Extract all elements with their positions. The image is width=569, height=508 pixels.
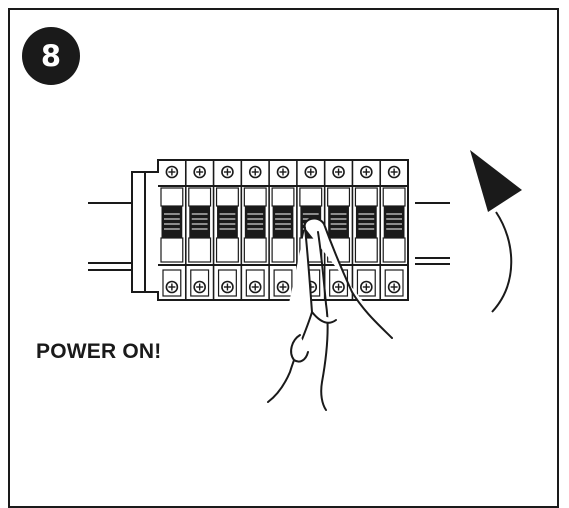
breaker-bottom-face: [215, 237, 239, 263]
breaker-toggle: [383, 206, 405, 238]
breaker-bottom-face: [354, 237, 378, 263]
breaker-top-face: [299, 187, 323, 207]
step-number-badge: 8: [22, 27, 80, 85]
breaker-top-face: [188, 187, 212, 207]
breaker-top-face: [327, 187, 351, 207]
breaker-toggle: [328, 206, 349, 238]
breaker-top-face: [354, 187, 378, 207]
breaker-toggle: [217, 206, 238, 238]
breaker-toggle: [189, 206, 211, 238]
breaker-toggle: [272, 206, 294, 238]
breaker-top-face: [382, 187, 406, 207]
breaker-top-face: [243, 187, 267, 207]
breaker-bottom-face: [271, 237, 295, 263]
breaker-toggle: [355, 206, 377, 238]
breaker-top-face: [215, 187, 239, 207]
breaker-toggle: [244, 206, 266, 238]
pointing-hand-icon: [267, 217, 393, 411]
breaker-bottom-face: [188, 237, 212, 263]
breaker-illustration: [88, 150, 522, 411]
din-rail: [88, 202, 450, 271]
curved-arrow-clockwise-icon: [470, 150, 522, 313]
breaker-bottom-face: [243, 237, 267, 263]
breaker-top-face: [160, 187, 184, 207]
breaker-top-face: [271, 187, 295, 207]
breaker-bottom-face: [382, 237, 406, 263]
breaker-bottom-face: [160, 237, 184, 263]
step-number: 8: [40, 39, 62, 73]
breaker-toggle: [161, 206, 183, 238]
power-on-caption: POWER ON!: [36, 340, 162, 363]
